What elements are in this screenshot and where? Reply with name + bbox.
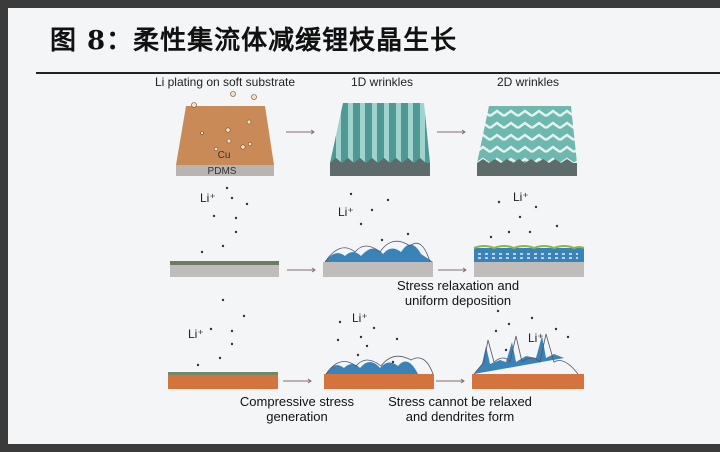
- label-2d-wrinkles: 2D wrinkles: [497, 75, 559, 89]
- ion-label: Li⁺: [352, 311, 368, 325]
- ion-label: Li⁺: [338, 205, 354, 219]
- label-cu: Cu: [218, 150, 231, 161]
- caption-relaxation-line2: uniform deposition: [405, 293, 511, 308]
- ion-label: Li⁺: [200, 191, 216, 205]
- row2-bare-substrate: [170, 261, 279, 277]
- row3-compressive-deposit: [324, 355, 434, 389]
- wrinkles-1d-block: [330, 103, 430, 176]
- label-1d-wrinkles: 1D wrinkles: [351, 75, 413, 89]
- ion-dots: [196, 186, 570, 367]
- caption-relaxation-line1: Stress relaxation and: [397, 278, 519, 293]
- row3-bare-substrate: [168, 372, 278, 389]
- figure-title: 图 8：柔性集流体减缓锂枝晶生长: [50, 26, 458, 56]
- title-rule: [36, 72, 720, 74]
- caption-compressive-line2: generation: [266, 409, 327, 424]
- row2-uniform-deposit: [473, 245, 585, 277]
- wrinkles-2d-block: [477, 106, 577, 176]
- arrows: [283, 129, 467, 384]
- ion-label: Li⁺: [188, 327, 204, 341]
- label-pdms: PDMS: [208, 166, 237, 177]
- caption-dendrite-line2: and dendrites form: [406, 409, 514, 424]
- label-soft-substrate: Li plating on soft substrate: [155, 75, 295, 89]
- caption-dendrite-line1: Stress cannot be relaxed: [388, 394, 532, 409]
- ion-label: Li⁺: [513, 190, 529, 204]
- caption-compressive-line1: Compressive stress: [240, 394, 355, 409]
- row3-dendrite-deposit: [472, 333, 584, 389]
- ion-label: Li⁺: [528, 331, 544, 345]
- cu-pdms-block: Cu PDMS: [176, 91, 274, 177]
- row2-wrinkle-deposit: [323, 240, 433, 277]
